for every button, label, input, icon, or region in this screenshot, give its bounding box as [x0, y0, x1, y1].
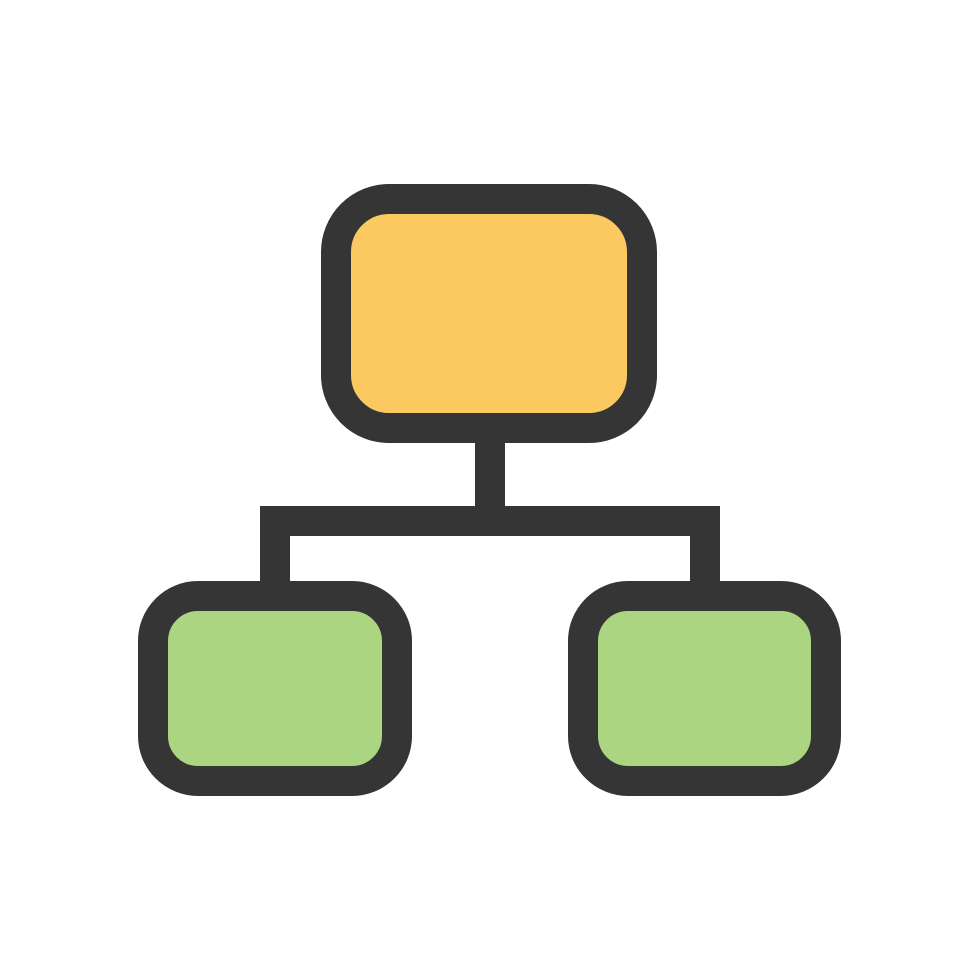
child-node-right [568, 581, 841, 796]
child-node-left [138, 581, 412, 796]
connector-path [260, 430, 720, 596]
parent-node [321, 184, 657, 443]
connector-lines [260, 430, 720, 596]
